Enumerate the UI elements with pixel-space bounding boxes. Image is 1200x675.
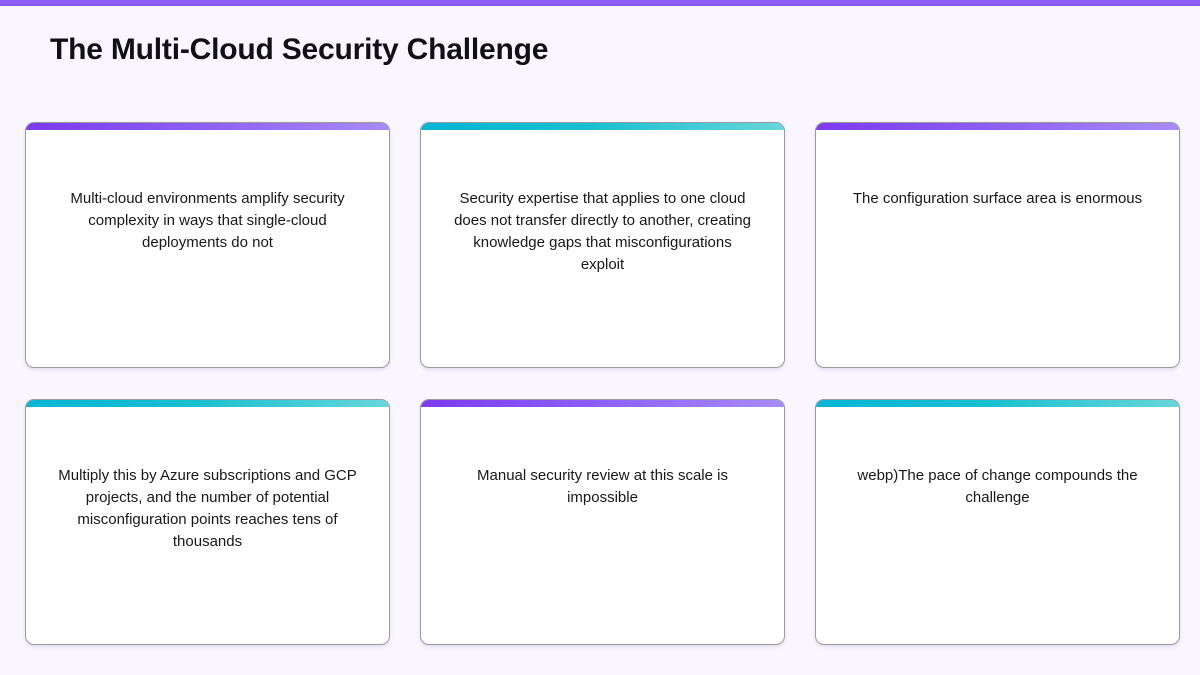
card-accent-bar (816, 123, 1179, 130)
top-accent-bar (0, 0, 1200, 6)
card-accent-bar (816, 400, 1179, 407)
info-card[interactable]: The configuration surface area is enormo… (815, 122, 1180, 368)
card-text: Security expertise that applies to one c… (454, 190, 751, 273)
info-card[interactable]: Manual security review at this scale is … (420, 399, 785, 645)
card-text: The configuration surface area is enormo… (852, 190, 1143, 207)
info-card[interactable]: webp)The pace of change compounds the ch… (815, 399, 1180, 645)
card-body: Manual security review at this scale is … (421, 407, 784, 509)
card-text: webp)The pace of change compounds the ch… (857, 467, 1138, 506)
card-body: The configuration surface area is enormo… (816, 130, 1179, 210)
card-accent-bar (26, 400, 389, 407)
card-body: webp)The pace of change compounds the ch… (816, 407, 1179, 509)
info-card[interactable]: Multiply this by Azure subscriptions and… (25, 399, 390, 645)
card-text: Multiply this by Azure subscriptions and… (58, 467, 357, 550)
card-body: Multiply this by Azure subscriptions and… (26, 407, 389, 553)
card-accent-bar (421, 400, 784, 407)
info-card[interactable]: Security expertise that applies to one c… (420, 122, 785, 368)
card-body: Multi-cloud environments amplify securit… (26, 130, 389, 254)
card-accent-bar (421, 123, 784, 130)
card-text: Manual security review at this scale is … (477, 467, 728, 506)
info-card[interactable]: Multi-cloud environments amplify securit… (25, 122, 390, 368)
page-title: The Multi-Cloud Security Challenge (50, 33, 549, 66)
card-text: Multi-cloud environments amplify securit… (70, 190, 345, 251)
card-accent-bar (26, 123, 389, 130)
card-grid: Multi-cloud environments amplify securit… (25, 122, 1180, 645)
card-body: Security expertise that applies to one c… (421, 130, 784, 276)
